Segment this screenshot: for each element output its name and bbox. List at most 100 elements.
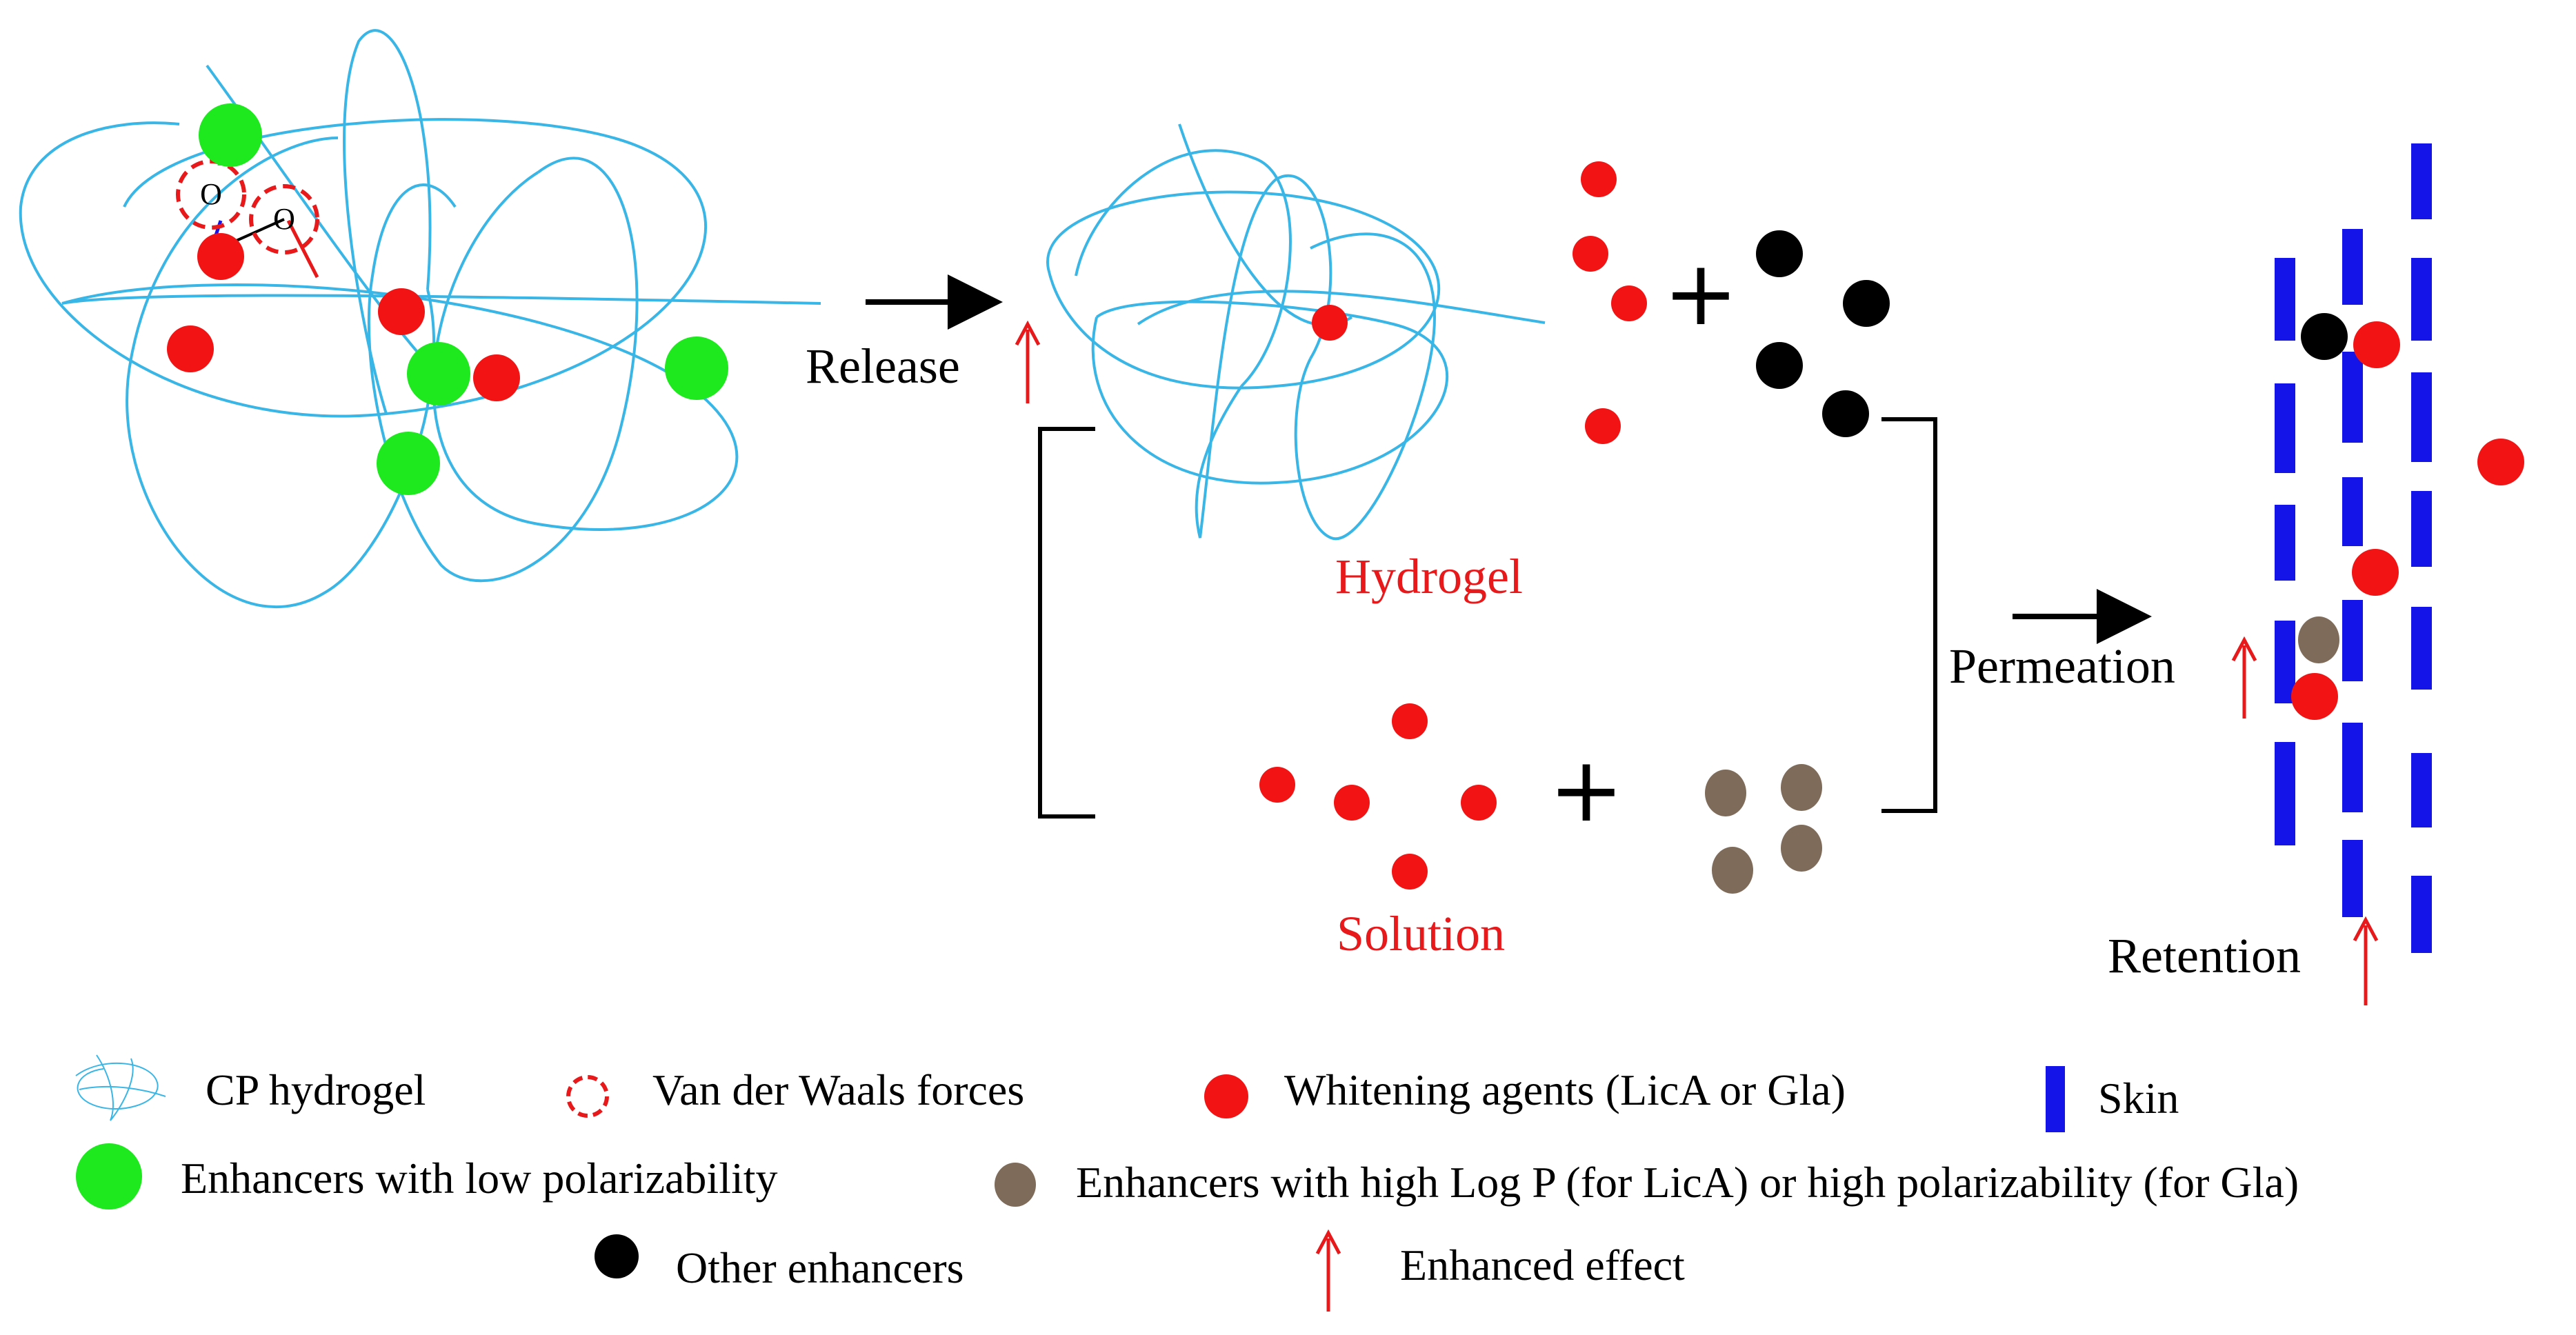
enhanced-effect-arrow	[1015, 320, 1041, 403]
bracket-left	[1038, 427, 1095, 819]
skin-segment	[2411, 607, 2432, 690]
whitening-agent	[1259, 767, 1295, 803]
skin-segment	[2411, 258, 2432, 341]
enhancer-low-polarizability-icon	[76, 1143, 142, 1209]
legend-label: Enhanced effect	[1400, 1241, 1685, 1289]
skin-segment	[2411, 372, 2432, 462]
hydrogel-fiber	[440, 157, 639, 583]
whitening-agent	[2477, 439, 2524, 485]
retention-step: Retention	[2108, 916, 2379, 1005]
comparison-bracket	[1038, 417, 1937, 819]
legend-label: Skin	[2098, 1074, 2179, 1123]
skin-segment	[2342, 600, 2363, 681]
skin-segment	[2275, 621, 2295, 703]
whitening-agent-icon	[1204, 1074, 1248, 1118]
legend-label: CP hydrogel	[206, 1065, 426, 1114]
other-enhancer	[1756, 342, 1803, 389]
skin-penetrants	[2291, 313, 2524, 720]
enhancer-low-polarizability	[407, 342, 470, 405]
oxygen-atom-label: O	[273, 202, 295, 236]
permeation-label: Permeation	[1949, 639, 2175, 694]
enhancer-high-logp	[1781, 825, 1822, 872]
whitening-agent	[1461, 785, 1497, 821]
hydrogel-network-middle	[1046, 123, 1546, 541]
hydrogel-fiber	[19, 118, 708, 418]
release-step: Release	[806, 274, 1041, 403]
permeation-step: Permeation	[1949, 589, 2257, 719]
whitening-agent	[1392, 703, 1428, 739]
vdw-ring-icon	[566, 1075, 609, 1118]
left-particles	[167, 103, 728, 495]
whitening-agent	[378, 288, 425, 335]
hydrogel-fiber	[1091, 300, 1448, 485]
whitening-agent	[1334, 785, 1370, 821]
hydrogel-fiber	[1137, 290, 1546, 325]
enhancer-high-logp-icon	[995, 1163, 1036, 1207]
legend-whitening: Whitening agents (LicA or Gla)	[1204, 1065, 1846, 1118]
hydrogel-label: Hydrogel	[1335, 549, 1523, 604]
whitening-agent	[1585, 408, 1621, 444]
skin-layers	[2275, 143, 2432, 953]
skin-segment	[2342, 229, 2363, 305]
legend-high-logp: Enhancers with high Log P (for LicA) or …	[995, 1158, 2299, 1207]
whitening-agent	[2353, 321, 2400, 368]
enhanced-effect-icon	[1315, 1229, 1341, 1312]
skin-segment	[2275, 383, 2295, 473]
whitening-agent	[1581, 161, 1617, 197]
solution-high-logp-enhancers	[1705, 764, 1822, 894]
legend-label: Van der Waals forces	[652, 1065, 1024, 1114]
skin-icon	[2046, 1066, 2065, 1132]
legend-vdw: Van der Waals forces	[566, 1065, 1024, 1118]
whitening-agent	[197, 233, 244, 280]
hydrogel-other-enhancers	[1756, 230, 1890, 437]
solution-label: Solution	[1337, 906, 1505, 961]
plus-sign-hydrogel: +	[1664, 241, 1739, 345]
skin-segment	[2275, 258, 2295, 341]
skin-segment	[2342, 477, 2363, 546]
enhanced-effect-arrow	[2353, 916, 2379, 1005]
whitening-agent	[1312, 305, 1348, 341]
enhancer-low-polarizability	[665, 337, 728, 400]
whitening-agent	[1572, 236, 1608, 272]
skin-segment	[2342, 723, 2363, 812]
legend-low-polarizability: Enhancers with low polarizability	[76, 1143, 778, 1209]
skin-segment	[2275, 742, 2295, 845]
retention-label: Retention	[2108, 928, 2301, 983]
other-enhancer	[1843, 280, 1890, 327]
hydrogel-fiber	[61, 294, 821, 305]
hydrogel-released-agents	[1572, 161, 1647, 444]
bracket-right	[1881, 417, 1937, 813]
enhancer-low-polarizability	[377, 432, 440, 495]
enhancer-high-logp	[2298, 616, 2339, 663]
skin-segment	[2342, 352, 2363, 443]
hydrogel-fiber	[1075, 149, 1292, 388]
hydrogel-fiber	[1294, 232, 1437, 541]
other-enhancer	[1756, 230, 1803, 277]
skin-segment	[2411, 876, 2432, 953]
skin-segment	[2411, 753, 2432, 827]
whitening-agent	[2352, 549, 2399, 596]
enhancer-high-logp	[1705, 770, 1746, 816]
legend: CP hydrogel Van der Waals forces Whiteni…	[75, 1054, 2299, 1312]
other-enhancer	[1822, 390, 1869, 437]
bond-red	[286, 219, 319, 279]
skin-segment	[2275, 505, 2295, 581]
vdw-ring	[249, 184, 319, 254]
legend-label: Enhancers with high Log P (for LicA) or …	[1076, 1158, 2299, 1207]
skin-segment	[2342, 840, 2363, 917]
other-enhancer	[2301, 313, 2348, 360]
enhanced-effect-arrow	[2231, 636, 2257, 719]
skin-segment	[2411, 143, 2432, 219]
solution-agents	[1259, 703, 1497, 890]
legend-label: Enhancers with low polarizability	[181, 1154, 778, 1203]
enhancer-high-logp	[1781, 764, 1822, 811]
hydrogel-fiber	[1195, 174, 1332, 539]
whitening-agent	[167, 325, 214, 372]
legend-enhanced: Enhanced effect	[1315, 1229, 1685, 1312]
whitening-agent	[1611, 285, 1647, 321]
whitening-agent	[473, 354, 520, 401]
hydrogel-fiber	[1046, 190, 1441, 390]
whitening-agent	[1392, 854, 1428, 890]
